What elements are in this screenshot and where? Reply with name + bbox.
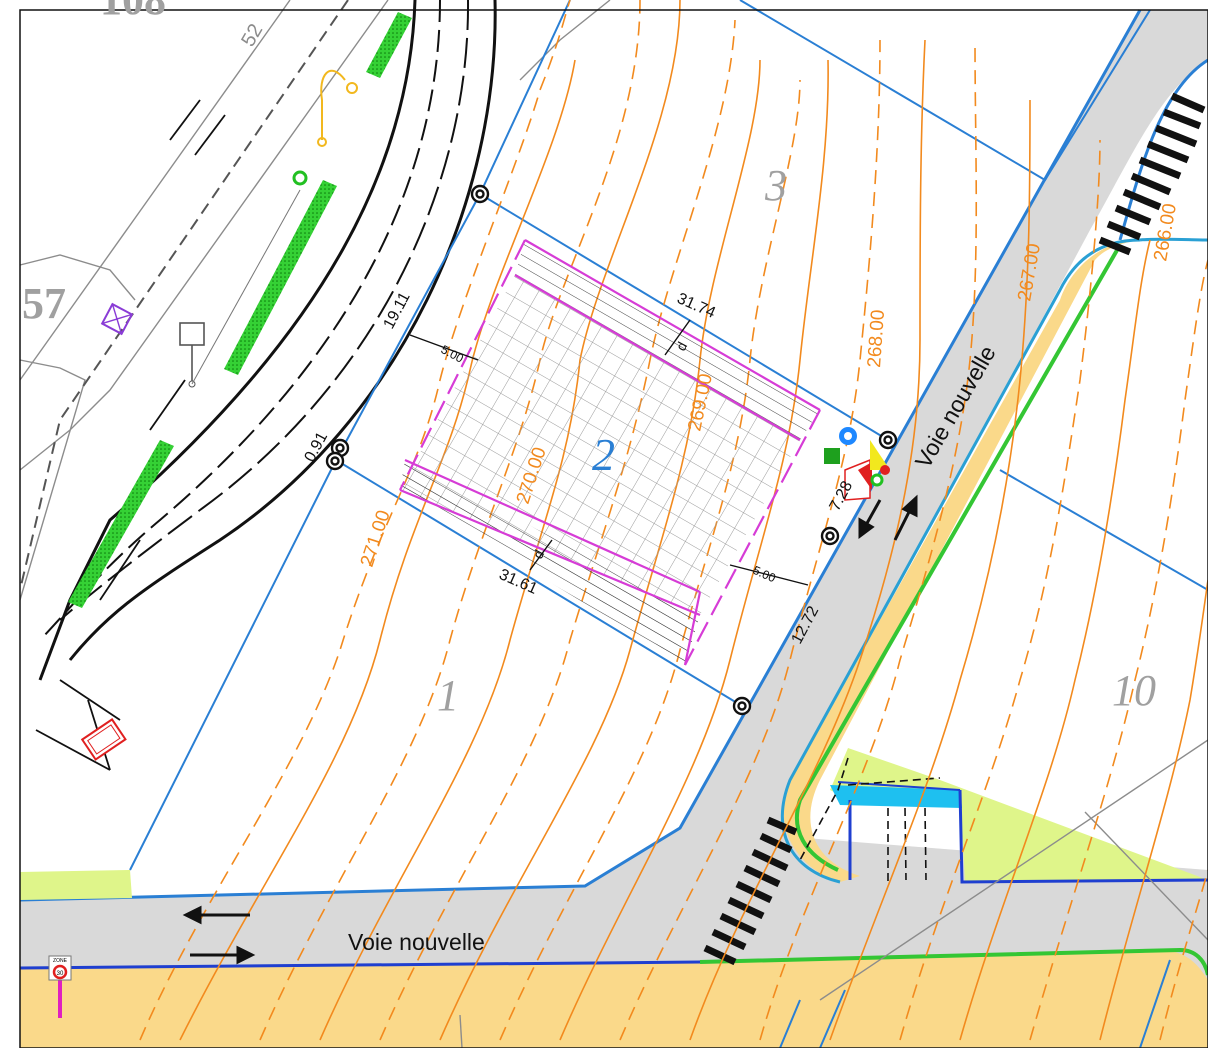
parcel-boundaries xyxy=(129,0,1208,1048)
gray-boundaries xyxy=(459,739,1208,1048)
dimension-lines xyxy=(409,319,809,586)
utility-symbols xyxy=(824,427,890,501)
building-footprint xyxy=(399,239,821,666)
existing-road-lines xyxy=(19,0,611,601)
contour-268-label: 268.00 xyxy=(864,309,889,368)
parcel-3-label: 3 xyxy=(764,161,787,210)
road-label-horizontal: Voie nouvelle xyxy=(348,929,485,955)
traffic-arrows xyxy=(182,494,918,965)
old-parking xyxy=(35,99,226,771)
zone-30-sign: ZONE 30 xyxy=(48,955,72,1018)
sign-zone-label: ZONE xyxy=(53,958,68,964)
green-areas xyxy=(20,748,1208,900)
parcel-2-label: 2 xyxy=(592,429,615,480)
parcel-10-label: 10 xyxy=(1112,666,1156,715)
parcel-108-label: 108 xyxy=(100,0,166,24)
new-roads xyxy=(19,9,1208,1048)
survey-points xyxy=(325,184,898,716)
hedges xyxy=(68,12,412,608)
parcel-57-label: 57 xyxy=(22,279,66,328)
sign-speed-label: 30 xyxy=(57,971,64,977)
map-frame xyxy=(19,9,1208,1048)
equipment-left xyxy=(80,69,358,761)
parcel-1-label: 1 xyxy=(437,671,459,720)
